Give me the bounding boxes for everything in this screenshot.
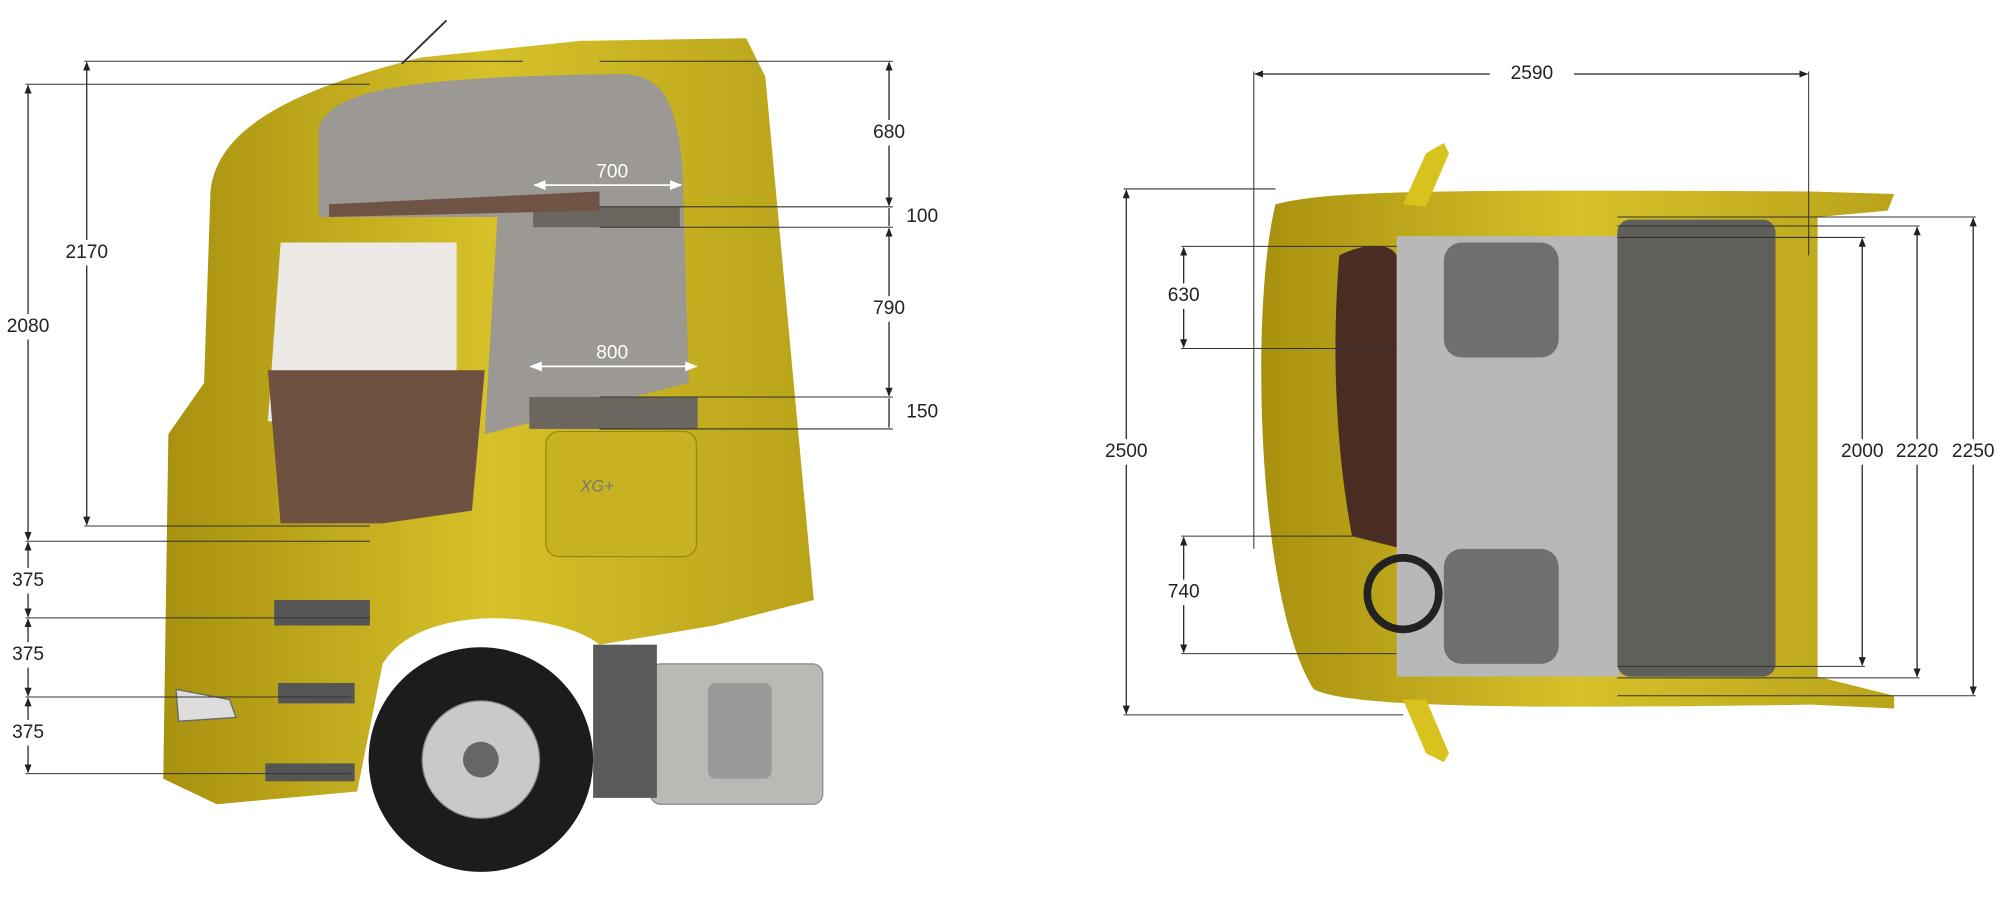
dim-label-680: 680 [873,122,905,143]
side-view-dimensions: 2170 2080 375 375 375 680 100 790 150 70… [5,60,938,775]
driver-seat [1443,548,1559,664]
dim-label-2080: 2080 [7,316,50,337]
xg-plus-badge: XG+ [579,476,614,495]
step-3 [265,763,355,782]
dim-label-2500: 2500 [1105,441,1148,462]
dim-label-step-3: 375 [12,722,44,743]
wheel-hub [463,741,499,778]
dim-label-step-1: 375 [12,570,44,591]
mirror-top [1403,142,1449,207]
chassis-frame [593,644,657,798]
tank-panel [707,682,772,779]
dim-label-step-2: 375 [12,644,44,665]
dim-label-2170: 2170 [65,242,108,263]
side-locker-door [545,430,698,558]
dim-label-790: 790 [873,298,905,319]
dim-label-2590: 2590 [1511,63,1554,84]
antenna [401,19,448,65]
dim-label-800: 800 [596,343,628,364]
dim-label-2000: 2000 [1841,441,1884,462]
roof-shelf [329,191,600,218]
step-1 [274,600,370,626]
dim-label-700: 700 [596,161,628,182]
side-view-truck: XG+ [163,19,824,872]
dim-label-150: 150 [906,401,938,422]
step-2 [278,682,355,704]
dim-label-740: 740 [1168,581,1200,602]
dim-label-2220: 2220 [1896,441,1939,462]
top-view-dimensions: 2590 2500 630 740 2000 2220 2250 [1104,61,1998,716]
dim-label-630: 630 [1168,285,1200,306]
mirror-bottom [1403,699,1449,763]
lower-bunk [529,397,698,429]
dim-label-100: 100 [906,206,938,227]
passenger-seat [1443,242,1559,358]
top-view-truck [1261,142,1895,763]
dim-label-2250: 2250 [1952,441,1995,462]
bunk-top-view [1617,219,1776,677]
upper-bunk [533,206,680,228]
upper-window-panel [318,74,689,435]
interior-lower [267,370,485,524]
steering-wheel [1363,554,1443,634]
